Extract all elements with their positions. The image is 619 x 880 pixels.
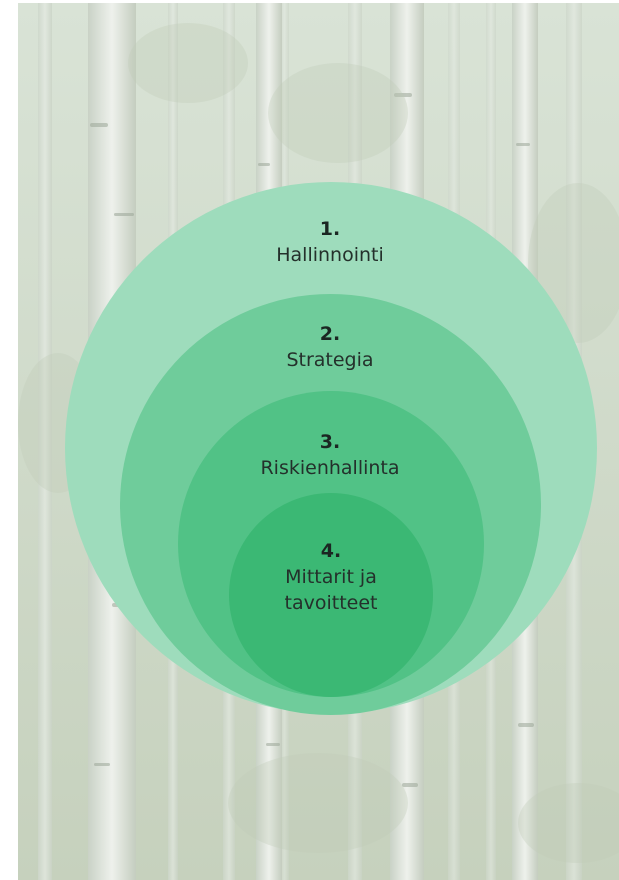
level-4-text: Mittarit ja tavoitteet bbox=[284, 566, 378, 614]
level-1-number: 1. bbox=[319, 218, 341, 240]
level-3-label: 3. Riskienhallinta bbox=[180, 429, 480, 481]
level-3-number: 3. bbox=[319, 431, 341, 453]
level-1-text: Hallinnointi bbox=[276, 244, 384, 266]
level-2-number: 2. bbox=[319, 323, 341, 345]
level-2-label: 2. Strategia bbox=[180, 321, 480, 373]
level-1-label: 1. Hallinnointi bbox=[180, 216, 480, 268]
level-3-text: Riskienhallinta bbox=[260, 457, 400, 479]
level-2-text: Strategia bbox=[286, 349, 374, 371]
circle-level-4 bbox=[229, 493, 433, 697]
level-4-label: 4. Mittarit ja tavoitteet bbox=[260, 538, 402, 616]
level-4-number: 4. bbox=[320, 540, 342, 562]
